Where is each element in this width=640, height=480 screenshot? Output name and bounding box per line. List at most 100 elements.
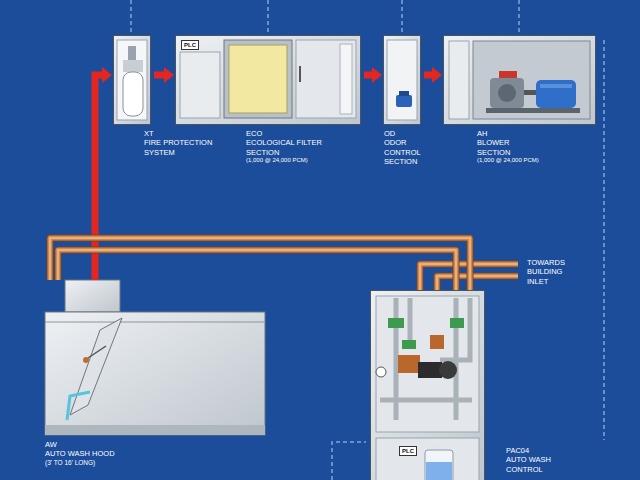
pump — [418, 362, 442, 378]
seam — [45, 322, 265, 323]
unit-description: (1,000 @ 24,000 PCM) — [477, 157, 587, 165]
panel — [340, 44, 352, 114]
gutter — [45, 425, 265, 435]
dashed-line — [603, 40, 605, 440]
outlet — [499, 71, 517, 78]
unit-code: AH — [477, 129, 507, 138]
fan-housing — [490, 78, 524, 108]
pipe-line — [50, 238, 470, 290]
plc-label-box: PLC — [399, 446, 417, 456]
arrow-head — [164, 67, 174, 83]
pipe-note: TOWARDS BUILDING INLET — [527, 258, 577, 286]
valve — [402, 340, 416, 349]
label-group: ECOECOLOGICAL FILTER SECTION(1,000 @ 24,… — [246, 129, 356, 165]
filter-media — [229, 45, 287, 113]
equipment-box: AHBLOWER SECTION(1,000 @ 24,000 PCM) — [443, 35, 596, 125]
panel — [449, 41, 469, 119]
unit-description: (3' TO 16' LONG) — [45, 459, 145, 467]
unit-code: AW — [45, 440, 85, 449]
handle — [299, 66, 301, 82]
control-cabinet — [370, 290, 485, 480]
equipment-box: PAC04AUTO WASH CONTROLPLC — [370, 290, 485, 480]
cabinet-door — [117, 40, 147, 120]
upper-bay — [376, 296, 479, 432]
cavity — [473, 41, 590, 119]
fan — [498, 84, 516, 102]
blower-unit — [443, 35, 596, 125]
cabinet — [370, 290, 485, 480]
equipment-box: ODODOR CONTROL SECTION — [383, 35, 421, 125]
gauge — [376, 367, 386, 377]
pipe-line — [58, 250, 456, 290]
valve — [450, 318, 464, 328]
label-group: ODODOR CONTROL SECTION — [384, 129, 428, 167]
arrow-head — [432, 67, 442, 83]
internal-pipe — [380, 298, 472, 420]
plc-label-box: PLC — [181, 40, 199, 50]
lower-bay — [376, 438, 479, 480]
unit-description: (1,000 @ 24,000 PCM) — [246, 157, 356, 165]
hood-body — [45, 312, 265, 435]
airflow-arrow — [364, 67, 382, 83]
wash-pipe — [67, 392, 90, 420]
valve-body — [398, 355, 420, 373]
collar — [65, 280, 120, 312]
label-group: AWAUTO WASH HOOD(3' TO 16' LONG) — [45, 440, 165, 467]
filter-frame — [224, 40, 292, 118]
spray-bar — [88, 346, 106, 358]
equipment-box: XTFIRE PROTECTION SYSTEM — [113, 35, 151, 125]
pipe-line — [58, 250, 456, 290]
copper-pipe — [58, 250, 456, 290]
dashed-line — [401, 0, 403, 33]
plc-label: PLC — [184, 42, 196, 48]
filter-unit — [175, 35, 361, 125]
pipe-line — [50, 238, 470, 290]
dashed-line — [332, 442, 366, 480]
unit-description: AUTO WASH CONTROL — [506, 455, 564, 474]
airflow-arrow — [424, 67, 442, 83]
cabinet — [113, 35, 151, 125]
doser-cap — [399, 91, 409, 96]
nozzle — [83, 357, 89, 363]
unit-description: ODOR CONTROL SECTION — [384, 138, 428, 166]
equipment-box: AWAUTO WASH HOOD(3' TO 16' LONG) — [45, 280, 265, 435]
label-group: AHBLOWER SECTION(1,000 @ 24,000 PCM) — [477, 129, 587, 165]
airflow-arrow — [154, 67, 174, 83]
dashed-line — [267, 0, 269, 33]
cabinet — [383, 35, 421, 125]
motor — [536, 80, 576, 108]
label-group: XTFIRE PROTECTION SYSTEM — [144, 129, 230, 157]
unit-description: ECOLOGICAL FILTER SECTION — [246, 138, 322, 157]
plc-label: PLC — [402, 448, 414, 454]
shaft — [524, 90, 536, 95]
unit-description: FIRE PROTECTION SYSTEM — [144, 138, 230, 157]
unit-code: ECO — [246, 129, 286, 138]
unit-code: XT — [144, 129, 184, 138]
unit-description: BLOWER SECTION — [477, 138, 523, 157]
dashed-line — [130, 0, 132, 33]
cabinet — [443, 35, 596, 125]
valve — [388, 318, 404, 328]
fire-protection-unit — [113, 35, 151, 125]
unit-code: PAC04 — [506, 446, 546, 455]
valve-body — [430, 335, 444, 349]
cylinder — [123, 72, 143, 116]
pump-motor — [439, 361, 457, 379]
equipment-box: ECOECOLOGICAL FILTER SECTION(1,000 @ 24,… — [175, 35, 361, 125]
chemical-jug — [425, 450, 453, 480]
regulator — [123, 60, 143, 72]
nozzle — [128, 46, 136, 60]
airflow-line — [424, 72, 433, 79]
unit-code: OD — [384, 129, 414, 138]
pipe-line — [58, 250, 456, 290]
airflow-line — [154, 72, 165, 79]
motor-shine — [540, 84, 572, 88]
panel — [180, 52, 220, 118]
chemical-liquid — [426, 462, 452, 480]
copper-pipe — [50, 238, 470, 290]
cabinet-door — [387, 40, 417, 120]
hood — [45, 280, 265, 435]
door — [296, 40, 356, 118]
